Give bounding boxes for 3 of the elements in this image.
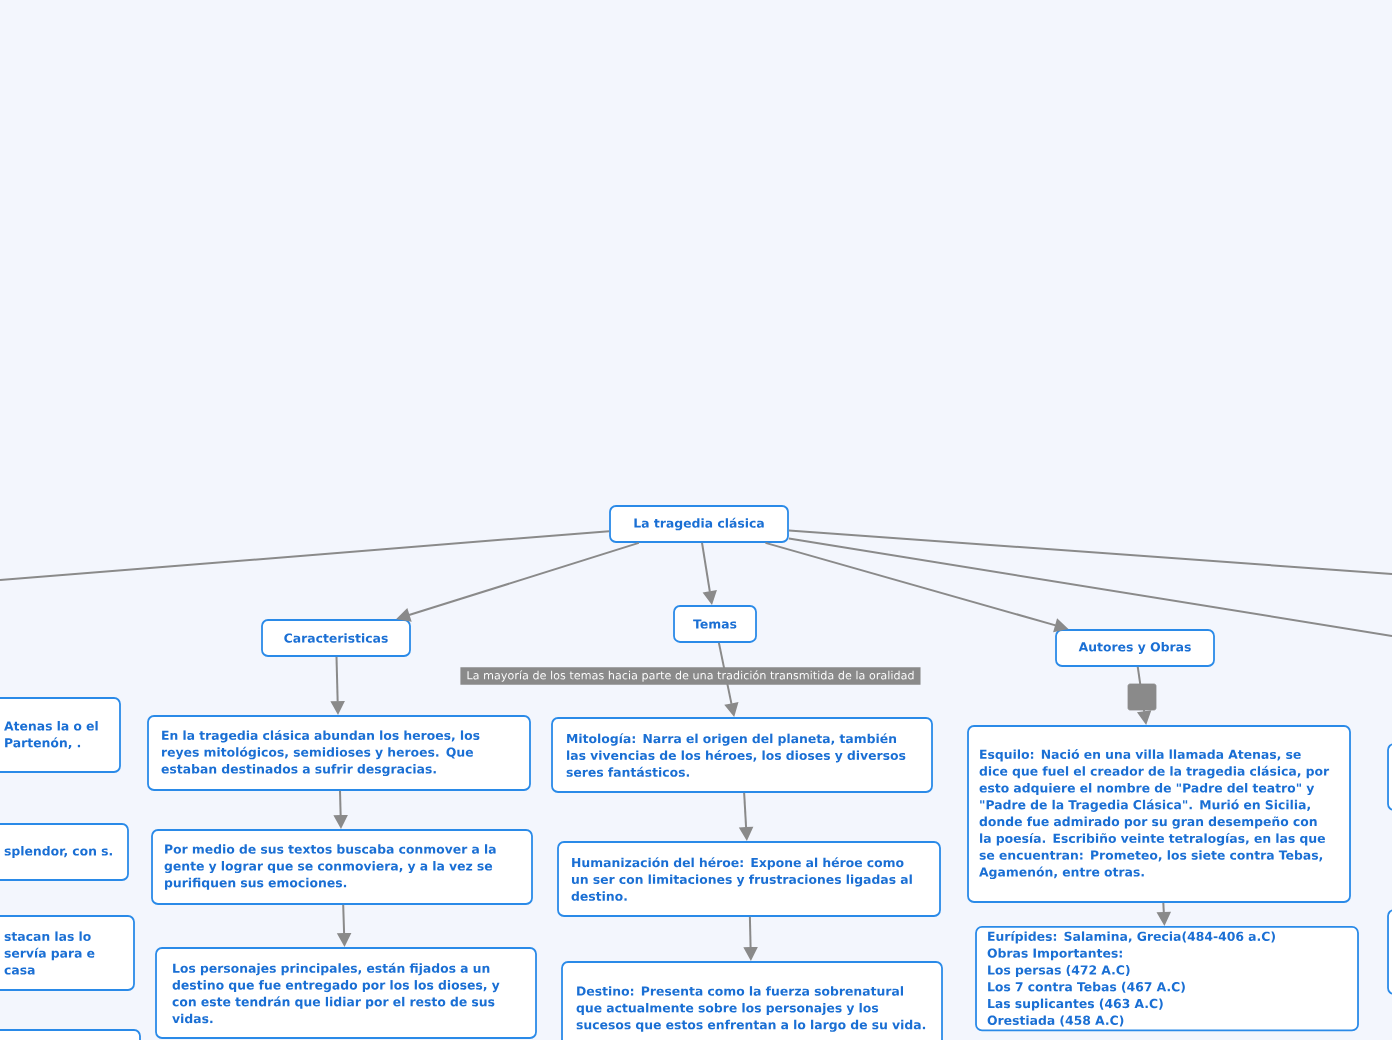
box bbox=[1387, 743, 1392, 811]
box bbox=[0, 1029, 141, 1040]
box bbox=[1387, 909, 1392, 995]
